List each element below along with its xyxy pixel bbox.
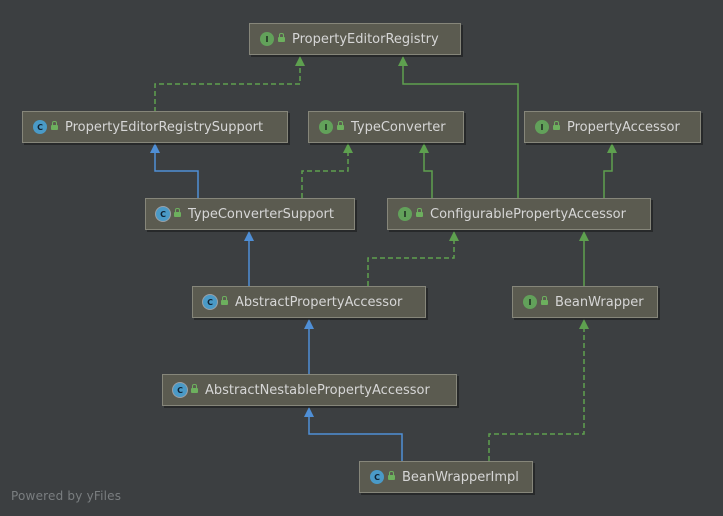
edge-cpa-to-pa [603,143,617,198]
node-property-editor-registry-support[interactable]: C PropertyEditorRegistrySupport [22,111,288,143]
edge-bwi-to-anpa [304,407,403,461]
node-abstract-property-accessor[interactable]: C AbstractPropertyAccessor [192,286,426,318]
node-configurable-property-accessor[interactable]: I ConfigurablePropertyAccessor [387,198,651,230]
lock-icon [388,470,395,481]
lock-icon [51,120,58,131]
node-abstract-nestable-property-accessor[interactable]: C AbstractNestablePropertyAccessor [162,374,457,406]
class-icon: C [370,470,384,484]
lock-icon [337,120,344,131]
edge-cpa-to-per [398,56,519,198]
node-label: TypeConverter [351,119,446,135]
edge-pers-to-per [154,56,305,112]
lock-icon [278,32,285,43]
lock-icon [541,295,548,306]
edge-bw-to-cpa [579,231,589,286]
edge-tcs-to-pers [150,143,199,198]
abstract-class-icon: C [173,383,187,397]
node-type-converter[interactable]: I TypeConverter [308,111,464,143]
interface-icon: I [523,295,537,309]
lock-icon [191,383,198,394]
node-label: BeanWrapperImpl [402,469,519,485]
edge-apa-to-cpa [367,231,459,286]
interface-icon: I [319,120,333,134]
edge-apa-to-tcs [244,231,254,286]
interface-icon: I [398,207,412,221]
class-icon: C [33,120,47,134]
node-bean-wrapper-impl[interactable]: C BeanWrapperImpl [359,461,533,493]
edge-anpa-to-apa [304,319,314,374]
node-property-editor-registry[interactable]: I PropertyEditorRegistry [249,23,461,55]
interface-icon: I [260,32,274,46]
edge-tcs-to-tc [301,143,353,198]
interface-icon: I [535,120,549,134]
node-label: PropertyAccessor [567,119,680,135]
lock-icon [221,295,228,306]
node-label: PropertyEditorRegistry [292,31,439,47]
node-type-converter-support[interactable]: C TypeConverterSupport [145,198,355,230]
lock-icon [553,120,560,131]
lock-icon [416,207,423,218]
node-property-accessor[interactable]: I PropertyAccessor [524,111,701,143]
node-bean-wrapper[interactable]: I BeanWrapper [512,286,658,318]
node-label: TypeConverterSupport [188,206,334,222]
node-label: BeanWrapper [555,294,644,310]
lock-icon [174,207,181,218]
node-label: PropertyEditorRegistrySupport [65,119,264,135]
abstract-class-icon: C [156,207,170,221]
node-label: ConfigurablePropertyAccessor [430,206,626,222]
edge-cpa-to-tc [419,143,433,198]
abstract-class-icon: C [203,295,217,309]
node-label: AbstractNestablePropertyAccessor [205,382,430,398]
powered-by-label: Powered by yFiles [11,489,122,503]
node-label: AbstractPropertyAccessor [235,294,403,310]
edge-bwi-to-bw [488,319,589,461]
